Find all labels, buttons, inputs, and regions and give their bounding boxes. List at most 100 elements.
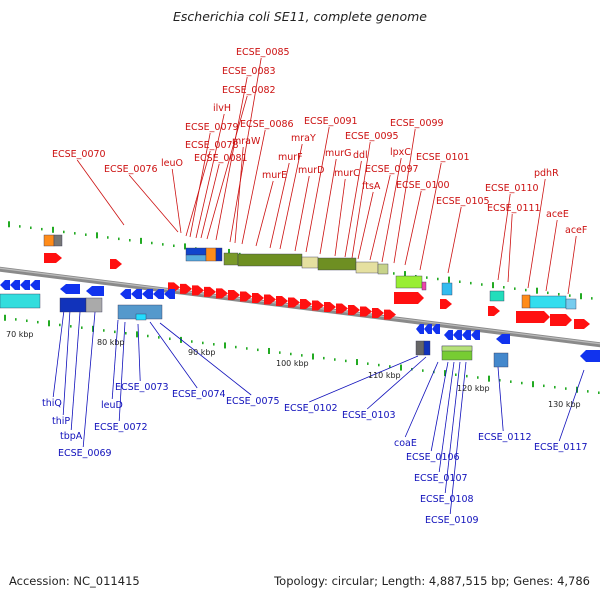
- tick-mark: [543, 384, 545, 388]
- tick-mark: [356, 359, 358, 366]
- accession-text: Accession: NC_011415: [9, 574, 140, 588]
- forward-gene-label: murE: [262, 170, 287, 181]
- forward-gene-label: ECSE_0097: [365, 164, 419, 175]
- leader-line: [366, 356, 427, 410]
- leader-line: [507, 213, 513, 283]
- reverse-gene-arrow: [416, 324, 424, 334]
- reverse-gene-arrow: [60, 284, 80, 294]
- gene-feature-blocks: [0, 234, 577, 368]
- scale-label: 110 kbp: [368, 371, 401, 380]
- forward-gene-arrow: [44, 253, 62, 263]
- leader-line: [70, 311, 81, 431]
- forward-gene-label: murD: [298, 165, 325, 176]
- tick-mark: [235, 345, 237, 349]
- forward-gene-label: ftsA: [362, 181, 381, 192]
- tick-mark: [404, 271, 406, 278]
- leader-line: [393, 128, 416, 264]
- tick-mark: [202, 341, 204, 345]
- feature-block: [185, 254, 207, 262]
- gene-arrows: [0, 253, 600, 362]
- feature-block: [529, 295, 567, 309]
- tick-mark: [37, 320, 39, 324]
- leader-line: [449, 361, 467, 515]
- tick-mark: [107, 236, 109, 239]
- tick-mark: [147, 334, 149, 338]
- forward-gene-arrow: [550, 314, 572, 326]
- reverse-gene-arrow: [471, 330, 480, 340]
- forward-gene-arrow: [574, 319, 590, 329]
- reverse-gene-label: thiQ: [42, 398, 62, 409]
- forward-gene-arrow: [192, 285, 204, 296]
- tick-mark: [59, 323, 61, 327]
- reverse-gene-label: ECSE_0107: [414, 473, 468, 484]
- tick-mark: [481, 283, 483, 286]
- forward-gene-arrow: [228, 289, 240, 300]
- leader-line: [82, 311, 96, 448]
- forward-gene-arrow: [384, 309, 396, 320]
- leader-line: [149, 321, 198, 389]
- tick-mark: [129, 238, 131, 242]
- feature-block: [355, 261, 379, 274]
- tick-mark: [4, 314, 6, 321]
- scale-label: 120 kbp: [457, 384, 490, 393]
- tick-mark: [257, 348, 259, 352]
- reverse-gene-arrow: [10, 280, 20, 290]
- tick-mark: [290, 352, 292, 356]
- feature-block: [415, 340, 425, 356]
- tick-mark: [503, 286, 505, 289]
- tick-mark: [400, 364, 402, 371]
- feature-block: [565, 298, 577, 310]
- tick-mark: [191, 340, 193, 343]
- feature-block: [185, 247, 207, 256]
- forward-gene-arrow: [312, 300, 324, 311]
- tick-mark: [510, 380, 512, 383]
- gene-labels: ECSE_0070ECSE_0076leuOECSE_0078ECSE_0079…: [42, 47, 588, 526]
- scale-label: 130 kbp: [548, 400, 581, 409]
- leader-line: [527, 178, 546, 289]
- tick-mark: [448, 276, 450, 283]
- tick-mark: [74, 232, 76, 235]
- reverse-gene-label: ECSE_0117: [534, 442, 588, 453]
- feature-block: [59, 297, 87, 313]
- forward-gene-arrow: [276, 295, 288, 306]
- feature-block: [237, 253, 303, 267]
- tick-mark: [136, 331, 138, 338]
- forward-gene-label: ECSE_0079: [185, 122, 239, 133]
- leader-line: [76, 159, 125, 226]
- tick-mark: [228, 248, 230, 255]
- forward-gene-label: ECSE_0086: [240, 119, 294, 130]
- reverse-gene-arrow: [153, 289, 164, 299]
- tick-mark: [19, 225, 21, 228]
- tick-mark: [103, 329, 105, 332]
- tick-mark: [213, 343, 215, 346]
- forward-gene-label: ECSE_0100: [396, 180, 450, 191]
- feature-block: [301, 256, 319, 269]
- feature-block: [489, 290, 505, 302]
- tick-mark: [70, 325, 72, 328]
- forward-gene-arrow: [252, 292, 264, 303]
- reverse-gene-arrow: [424, 324, 432, 334]
- genome-summary-text: Topology: circular; Length: 4,887,515 bp…: [274, 574, 590, 588]
- feature-block: [53, 234, 63, 247]
- tick-mark: [437, 277, 439, 281]
- forward-gene-arrow: [216, 288, 228, 299]
- forward-gene-label: lpxC: [390, 147, 411, 158]
- leader-line: [438, 361, 455, 473]
- leader-line: [255, 180, 274, 247]
- leader-line: [419, 162, 442, 271]
- scale-label: 90 kbp: [188, 348, 216, 357]
- feature-block: [215, 247, 223, 262]
- reverse-gene-label: ECSE_0102: [284, 403, 338, 414]
- tick-mark: [378, 363, 380, 367]
- tick-mark: [52, 226, 54, 233]
- scale-label: 80 kbp: [97, 338, 125, 347]
- leader-line: [52, 309, 65, 398]
- forward-gene-label: murF: [278, 152, 303, 163]
- tick-mark: [466, 374, 468, 378]
- forward-gene-arrow: [516, 311, 550, 323]
- tick-mark: [41, 227, 43, 231]
- forward-gene-label: leuO: [161, 158, 183, 169]
- tick-mark: [169, 337, 171, 341]
- reverse-gene-label: coaE: [394, 438, 417, 449]
- tick-mark: [565, 387, 567, 390]
